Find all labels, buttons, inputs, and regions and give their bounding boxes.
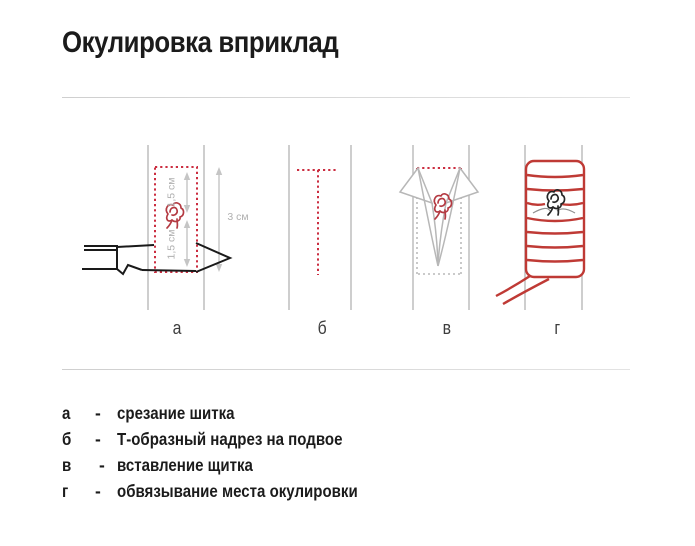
legend-letter: б xyxy=(62,429,72,449)
step-label-g: г xyxy=(554,318,560,338)
legend-dash: - xyxy=(95,481,101,501)
bark-flaps xyxy=(398,166,480,267)
page-title-text: Окулировка вприклад xyxy=(62,26,339,59)
legend-item: в - вставление щитка xyxy=(0,455,695,479)
legend-item: б - Т-образный надрез на подвое xyxy=(0,429,695,453)
legend-letter: в xyxy=(62,455,72,475)
bud-icon xyxy=(433,193,453,220)
wrap-bands xyxy=(495,159,586,306)
step-label-v: в xyxy=(442,318,452,338)
top-divider xyxy=(62,97,630,98)
legend-text: срезание шитка xyxy=(117,403,235,423)
legend-dash: - xyxy=(95,403,101,423)
measure-label-lower: 1,5 см xyxy=(165,229,178,260)
legend-letter: г xyxy=(62,481,69,501)
t-cut-outline xyxy=(297,169,338,275)
knife-icon xyxy=(82,242,233,276)
bottom-divider xyxy=(62,369,630,370)
insert-outline-gray xyxy=(416,192,462,275)
measure-arrows xyxy=(183,167,223,272)
legend-item: а - срезание шитка xyxy=(0,403,695,427)
legend-dash: - xyxy=(99,455,105,475)
measure-label-total: 3 см xyxy=(227,211,249,223)
shield-cutout-outline xyxy=(154,166,198,273)
page-title: Окулировка вприклад xyxy=(62,26,383,60)
legend-letter: а xyxy=(62,403,71,423)
legend-item: г - обвязывание места окулировки xyxy=(0,481,695,505)
legend-text: вставление щитка xyxy=(117,455,253,475)
step-label-b: б xyxy=(317,318,327,338)
measure-label-upper: 1,5 см xyxy=(165,177,178,208)
legend-text: обвязывание места окулировки xyxy=(117,481,358,501)
step-label-a: а xyxy=(172,318,182,338)
legend-dash: - xyxy=(95,429,101,449)
legend-text: Т-образный надрез на подвое xyxy=(117,429,343,449)
